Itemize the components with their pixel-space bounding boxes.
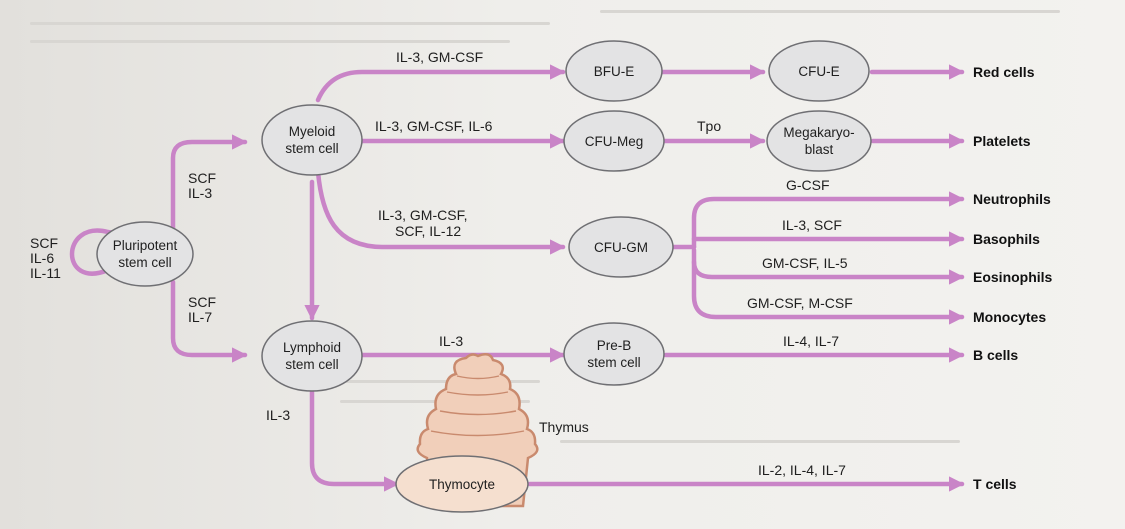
output-eosinophils: Eosinophils (973, 269, 1053, 285)
node-cfu-meg (563, 110, 665, 172)
background-text-line (30, 22, 550, 25)
label-to-t-cells: IL-2, IL-4, IL-7 (758, 462, 846, 478)
cell-nodes (96, 40, 872, 513)
thymus-lobules (430, 375, 525, 437)
arrow-to-neutrophils (691, 191, 965, 250)
node-label-pluripotent: Pluripotent (113, 238, 178, 253)
node-label-cfu-e: CFU-E (798, 64, 839, 79)
node-bfu-e (565, 40, 663, 102)
output-platelets: Platelets (973, 133, 1031, 149)
label-to-eosinophils: GM-CSF, IL-5 (762, 255, 848, 271)
label-self-renewal: IL-6 (30, 250, 54, 266)
node-label-pluripotent: stem cell (118, 255, 171, 270)
output-basophils: Basophils (973, 231, 1040, 247)
node-label-pre-b: stem cell (587, 355, 640, 370)
label-to-lymphoid: SCF (188, 294, 216, 310)
arrow-pluripotent-to-lymphoid (170, 279, 248, 363)
arrow-to-monocytes (691, 259, 965, 325)
background-text-line (560, 440, 960, 443)
output-monocytes: Monocytes (973, 309, 1046, 325)
arrow-pluripotent-to-myeloid (170, 134, 248, 231)
growth-factor-labels: SCF IL-6 IL-11 SCF IL-3 SCF IL-7 IL-3, G… (30, 49, 853, 478)
label-to-pre-b: IL-3 (439, 333, 463, 349)
background-text-line (600, 10, 1060, 13)
label-to-cfu-meg: IL-3, GM-CSF, IL-6 (375, 118, 493, 134)
node-label-myeloid: stem cell (285, 141, 338, 156)
node-label-megakaryoblast: blast (805, 142, 834, 157)
background-text-line (30, 40, 510, 43)
node-megakaryoblast (766, 110, 872, 172)
node-label-cfu-meg: CFU-Meg (585, 134, 644, 149)
node-myeloid (261, 104, 363, 176)
node-labels: Pluripotent stem cell Myeloid stem cell … (113, 64, 855, 492)
output-b-cells: B cells (973, 347, 1018, 363)
node-lymphoid (261, 320, 363, 392)
mature-cell-outputs: Red cells Platelets Neutrophils Basophil… (973, 64, 1053, 492)
node-pre-b (563, 322, 665, 386)
node-label-bfu-e: BFU-E (594, 64, 635, 79)
node-cfu-gm (568, 216, 674, 278)
background-text-line (340, 380, 540, 383)
output-t-cells: T cells (973, 476, 1017, 492)
node-label-myeloid: Myeloid (289, 124, 336, 139)
label-self-renewal: IL-11 (30, 265, 61, 281)
label-to-bfu-e: IL-3, GM-CSF (396, 49, 483, 65)
node-label-cfu-gm: CFU-GM (594, 240, 648, 255)
label-meg-to-megakaryoblast: Tpo (697, 118, 721, 134)
label-to-myeloid: SCF (188, 170, 216, 186)
label-to-b-cells: IL-4, IL-7 (783, 333, 839, 349)
output-neutrophils: Neutrophils (973, 191, 1051, 207)
arrow-myeloid-to-bfu-e (315, 64, 566, 103)
label-to-myeloid: IL-3 (188, 185, 212, 201)
node-cfu-e (768, 40, 870, 102)
node-label-lymphoid: Lymphoid (283, 340, 341, 355)
label-to-cfu-gm: SCF, IL-12 (395, 223, 461, 239)
node-label-megakaryoblast: Megakaryo- (783, 125, 854, 140)
node-label-pre-b: Pre-B (597, 338, 632, 353)
node-thymocyte (395, 455, 529, 513)
arrow-myeloid-to-cfu-gm (315, 169, 566, 255)
output-red-cells: Red cells (973, 64, 1035, 80)
label-to-monocytes: GM-CSF, M-CSF (747, 295, 853, 311)
label-thymus: Thymus (539, 419, 589, 435)
node-label-thymocyte: Thymocyte (429, 477, 495, 492)
label-to-lymphoid: IL-7 (188, 309, 212, 325)
arrow-lymphoid-to-thymocyte (309, 389, 400, 492)
node-label-lymphoid: stem cell (285, 357, 338, 372)
node-pluripotent (96, 221, 194, 287)
label-self-renewal: SCF (30, 235, 58, 251)
label-to-basophils: IL-3, SCF (782, 217, 842, 233)
label-to-neutrophils: G-CSF (786, 177, 830, 193)
arrow-connectors (69, 64, 965, 492)
label-to-thymocyte: IL-3 (266, 407, 290, 423)
label-to-cfu-gm: IL-3, GM-CSF, (378, 207, 467, 223)
